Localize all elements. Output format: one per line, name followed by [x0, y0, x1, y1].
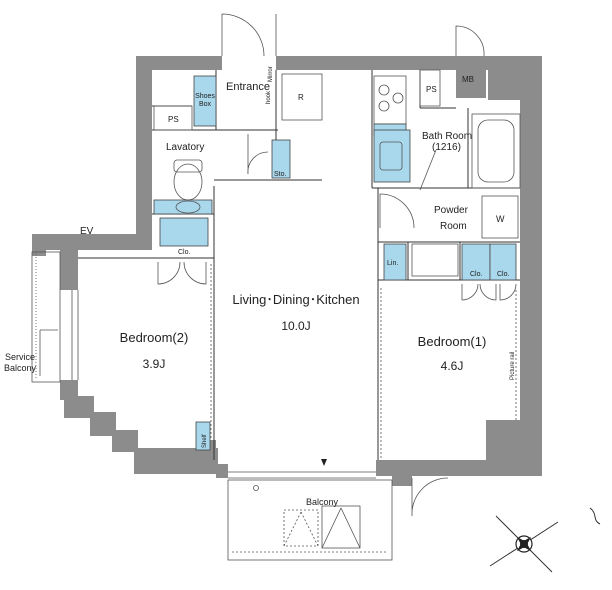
kitchen-sink — [373, 129, 411, 183]
closet-b1-a — [461, 243, 491, 281]
ps-right-label: PS — [426, 85, 437, 94]
powder-room-label-1: Powder — [434, 205, 469, 216]
mb-label: MB — [462, 75, 474, 84]
hook-label: hook — [266, 90, 272, 104]
fixtures — [153, 69, 521, 451]
linen-cabinet — [383, 243, 407, 281]
closet-b1b-label: Clo. — [497, 271, 510, 278]
service-balcony-label-1: Service — [5, 352, 35, 362]
entrance-label: Entrance — [226, 81, 270, 93]
closet-b1a-label: Clo. — [470, 271, 483, 278]
storage-box — [271, 139, 291, 179]
bath-room-label: Bath Room — [422, 131, 472, 142]
toilet — [173, 163, 203, 201]
doors — [157, 13, 517, 517]
balcony-area — [227, 459, 393, 561]
lavatory-label: Lavatory — [166, 142, 204, 153]
bathtub — [471, 113, 521, 189]
storage-label: Sto. — [274, 171, 287, 178]
bedroom1-size-label: 4.6J — [441, 359, 464, 373]
shoes-box-label-2: Box — [199, 101, 212, 108]
mirror-label: Mirror — [268, 66, 274, 82]
ldk-name-label: Living･Dining･Kitchen — [232, 292, 359, 307]
shoes-box — [193, 75, 217, 127]
refrigerator-label: R — [298, 93, 304, 102]
balcony-label: Balcony — [306, 497, 339, 507]
bedroom2-name-label: Bedroom(2) — [120, 330, 189, 345]
shelf-label: Shelf — [202, 434, 208, 448]
exterior-walls — [32, 56, 542, 486]
washer — [481, 195, 519, 239]
closet-b2 — [159, 217, 209, 247]
ev-label: EV — [80, 226, 94, 237]
compass-rose-icon — [489, 507, 601, 573]
powder-room-label-2: Room — [440, 221, 467, 232]
powder-sink — [411, 243, 459, 277]
linen-label: Lin. — [387, 260, 398, 267]
refrigerator-space — [281, 73, 323, 121]
shoes-box-label-1: Shoes — [195, 93, 215, 100]
service-balcony — [31, 251, 61, 383]
ps-left-label: PS — [168, 115, 179, 124]
closet-b2-label: Clo. — [178, 249, 191, 256]
bedroom2-size-label: 3.9J — [143, 357, 166, 371]
service-balcony-label-2: Balcony — [4, 363, 37, 373]
stove — [373, 75, 407, 125]
picture-rail-label: Picture rail — [510, 352, 516, 380]
washer-label: W — [496, 214, 505, 224]
bath-size-label: (1216) — [432, 142, 461, 153]
room-labels: Entrance Shoes Box hook Mirror R PS PS M… — [4, 66, 516, 507]
closet-b1-b — [489, 243, 517, 281]
bedroom1-name-label: Bedroom(1) — [418, 334, 487, 349]
ldk-size-label: 10.0J — [281, 319, 310, 333]
shelf-box — [195, 421, 211, 451]
